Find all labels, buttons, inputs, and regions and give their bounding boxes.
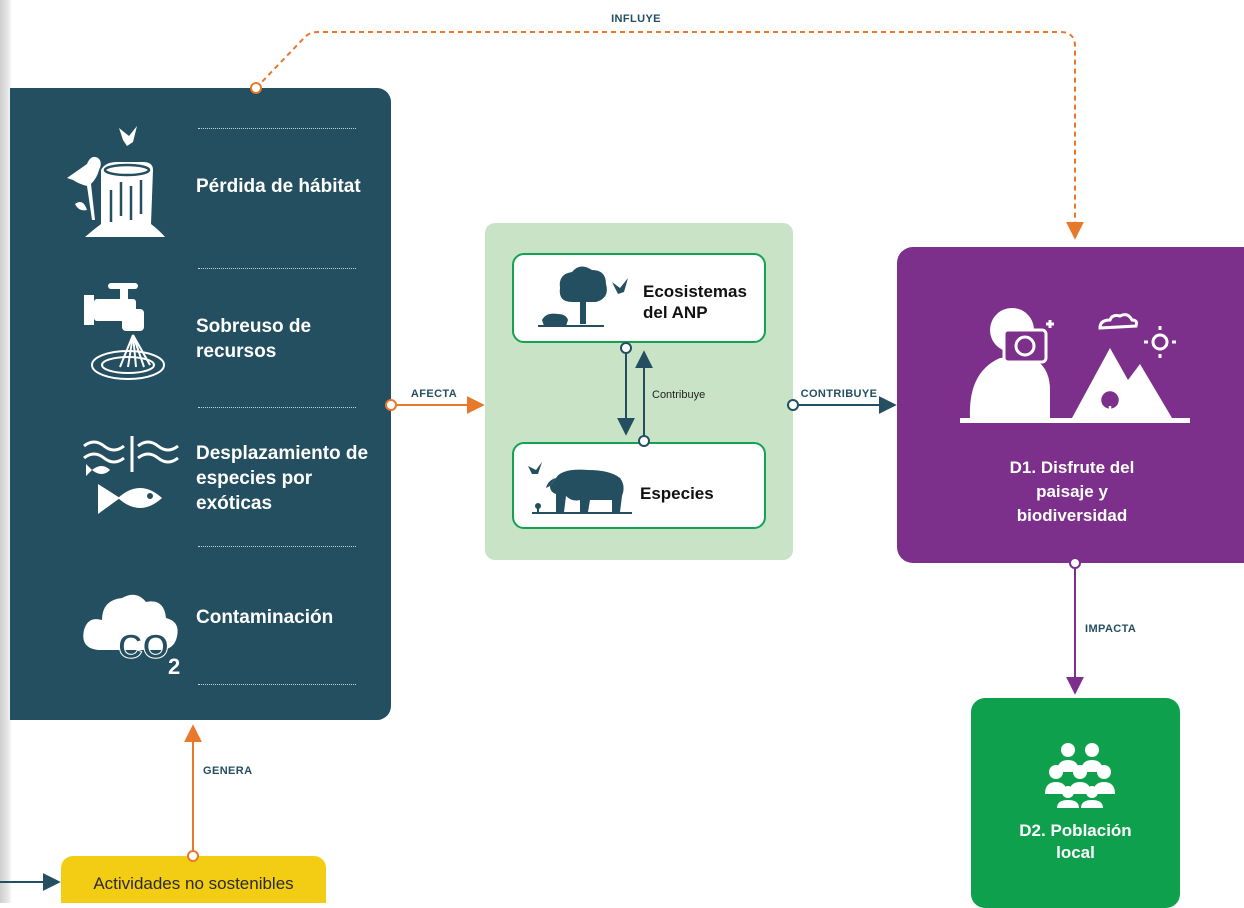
edge-label-contribuye: CONTRIBUYE (801, 388, 878, 400)
co2-cloud-icon: CO 2 (80, 582, 190, 687)
edge-afecta-start (385, 399, 397, 411)
separator (198, 684, 356, 685)
activities-label: Actividades no sostenibles (93, 874, 294, 893)
people-group-icon (1040, 742, 1120, 813)
pressure-label-habitat-loss: Pérdida de hábitat (196, 176, 361, 197)
edge-label-genera: GENERA (203, 765, 252, 777)
svg-text:2: 2 (168, 654, 180, 679)
pressure-label-pollution: Contaminación (196, 607, 334, 628)
separator (198, 407, 356, 408)
separator (198, 546, 356, 547)
water-faucet-icon (78, 275, 168, 390)
activities-box (61, 856, 326, 903)
d2-label: D2. Población local (1019, 821, 1132, 862)
tree-wildlife-icon (536, 262, 636, 339)
ecosystems-box (512, 253, 766, 343)
tree-stump-birds-icon (65, 120, 170, 247)
species-label: Especies (640, 484, 714, 503)
photographer-landscape-icon (960, 290, 1190, 435)
pressure-label-resource-overuse: Sobreuso de recursos (196, 316, 312, 362)
ecosystems-label: Ecosistemas del ANP (643, 282, 747, 322)
edge-label-influye: INFLUYE (611, 13, 661, 25)
edge-contribuye-start (787, 399, 799, 411)
edge-label-impacta: IMPACTA (1085, 623, 1136, 635)
d1-box (897, 247, 1244, 563)
edge-label-contribuye-internal: Contribuye (652, 389, 705, 401)
bear-icon (526, 456, 636, 521)
edge-influye-start (250, 82, 262, 94)
d1-label: D1. Disfrute del paisaje y biodiversidad (1009, 458, 1135, 525)
edge-contribuye-down-start (620, 342, 632, 354)
separator (198, 128, 356, 129)
edge-contribuye-up-start (638, 435, 650, 447)
edge-impacta-start (1069, 557, 1081, 569)
edge-genera-start (187, 850, 199, 862)
edge-influye (255, 31, 1084, 240)
separator (198, 268, 356, 269)
edge-label-afecta: AFECTA (411, 388, 457, 400)
pressures-panel (10, 88, 391, 720)
pressure-label-species-displacement: Desplazamiento de especies por exóticas (196, 443, 369, 514)
waves-fish-icon (80, 432, 180, 537)
svg-text:CO: CO (118, 628, 169, 666)
page-edge-shadow (0, 0, 12, 903)
